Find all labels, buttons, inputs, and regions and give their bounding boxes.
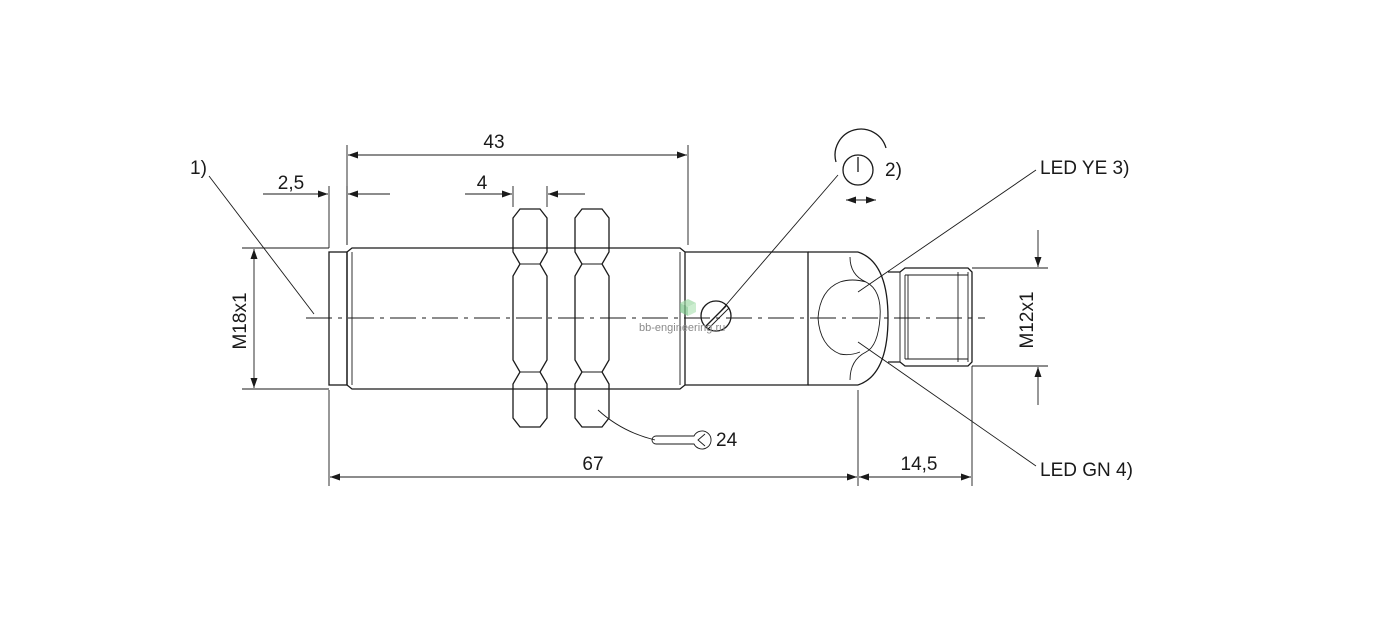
wrench-size-label: 24 xyxy=(716,430,738,451)
potentiometer-icon xyxy=(842,154,874,186)
dimension-m18x1: M18x1 xyxy=(230,247,329,390)
wrench-callout: 24 xyxy=(597,409,738,451)
dimension-67-label: 67 xyxy=(582,454,603,475)
dimension-2-5-label: 2,5 xyxy=(278,173,304,194)
dimension-2-5: 2,5 xyxy=(263,173,390,248)
dimension-4: 4 xyxy=(465,173,585,207)
dimension-43: 43 xyxy=(346,132,689,245)
dimension-14-5: 14,5 xyxy=(859,366,973,486)
callout-2: 2) xyxy=(719,128,902,313)
mounting-nut-2 xyxy=(574,208,610,428)
callout-1: 1) xyxy=(190,158,315,315)
callout-led-yellow: LED YE 3) xyxy=(857,158,1129,293)
callout-led-green-label: LED GN 4) xyxy=(1040,460,1133,481)
dimension-m12x1-label: M12x1 xyxy=(1017,291,1038,348)
dimension-14-5-label: 14,5 xyxy=(901,454,938,475)
dimension-m18x1-label: M18x1 xyxy=(230,292,251,349)
dimension-67: 67 xyxy=(328,390,859,486)
dimension-4-label: 4 xyxy=(477,173,488,194)
callout-1-label: 1) xyxy=(190,158,207,179)
watermark-text: bb-engineering.ru xyxy=(639,322,725,334)
callout-led-yellow-label: LED YE 3) xyxy=(1040,158,1129,179)
wrench-icon xyxy=(651,430,712,450)
callout-2-label: 2) xyxy=(885,160,902,181)
dimension-43-label: 43 xyxy=(483,132,504,153)
watermark: bb-engineering.ru xyxy=(639,299,725,334)
mounting-nut-1 xyxy=(512,208,548,428)
dimension-m12x1: M12x1 xyxy=(972,230,1048,405)
cube-logo-icon xyxy=(680,299,696,316)
callout-led-green: LED GN 4) xyxy=(857,341,1133,481)
